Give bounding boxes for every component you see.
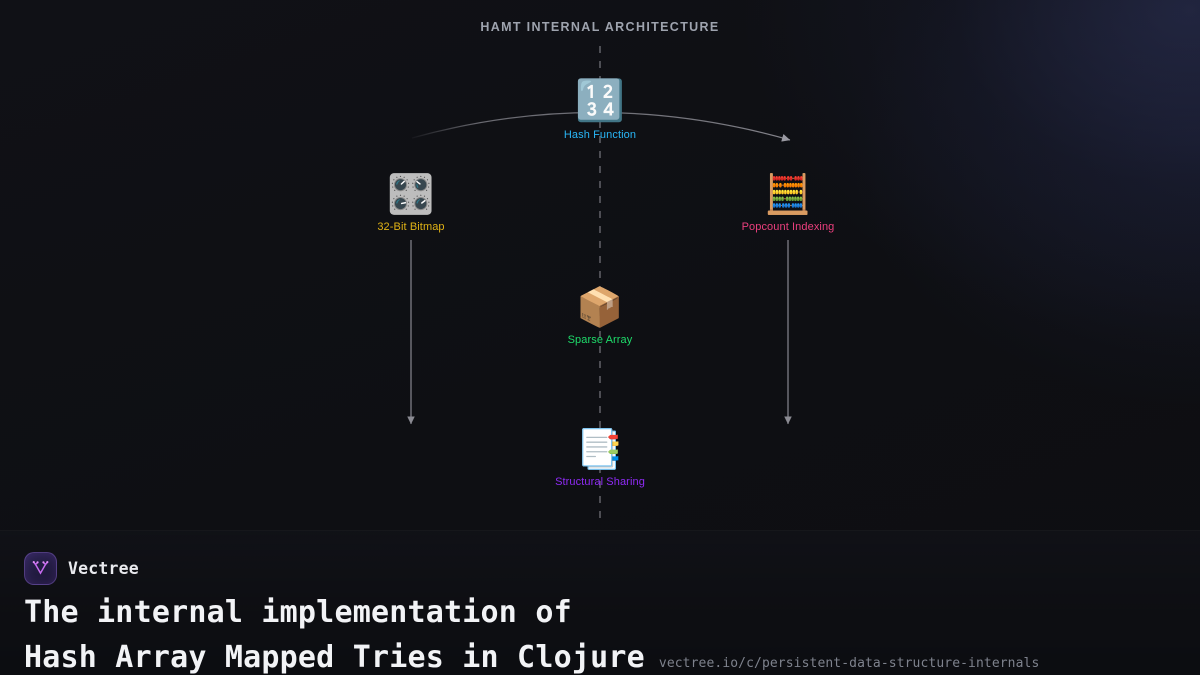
diagram-canvas: HAMT INTERNAL ARCHITECTURE	[331, 20, 868, 520]
node-label-32-bit-bitmap: 32-Bit Bitmap	[377, 221, 445, 233]
package-icon: 📦	[576, 285, 624, 329]
headline-line-2: Hash Array Mapped Tries in Clojure	[24, 640, 645, 675]
diagram-title: HAMT INTERNAL ARCHITECTURE	[480, 20, 720, 34]
node-popcount-indexing[interactable]: 🧮 Popcount Indexing	[708, 172, 868, 234]
vectree-tree-logo-icon	[24, 551, 57, 585]
abacus-icon: 🧮	[764, 172, 812, 216]
node-label-structural-sharing: Structural Sharing	[555, 476, 645, 488]
node-32-bit-bitmap[interactable]: 🎛️ 32-Bit Bitmap	[331, 172, 491, 234]
article-url: vectree.io/c/persistent-data-structure-i…	[658, 656, 1040, 671]
footer: Vectree The internal implementation of H…	[0, 530, 1200, 675]
bookmark-tabs-icon: 📑	[576, 427, 624, 471]
headline-line-1: The internal implementation of	[24, 595, 572, 630]
brand: Vectree	[24, 551, 1176, 585]
headline-row-2: Hash Array Mapped Tries in Clojure vectr…	[24, 641, 1176, 675]
edge-curved-arc	[411, 111, 791, 142]
node-label-popcount-indexing: Popcount Indexing	[741, 221, 835, 233]
node-structural-sharing[interactable]: 📑 Structural Sharing	[520, 427, 680, 489]
node-label-hash-function: Hash Function	[563, 129, 637, 141]
node-label-sparse-array: Sparse Array	[567, 334, 633, 346]
node-hash-function[interactable]: 🔢 Hash Function	[520, 78, 680, 142]
node-sparse-array[interactable]: 📦 Sparse Array	[520, 285, 680, 347]
brand-name: Vectree	[68, 558, 139, 578]
input-numbers-icon: 🔢	[575, 78, 625, 124]
control-knobs-icon: 🎛️	[387, 172, 435, 216]
diagram-edges	[407, 46, 792, 520]
